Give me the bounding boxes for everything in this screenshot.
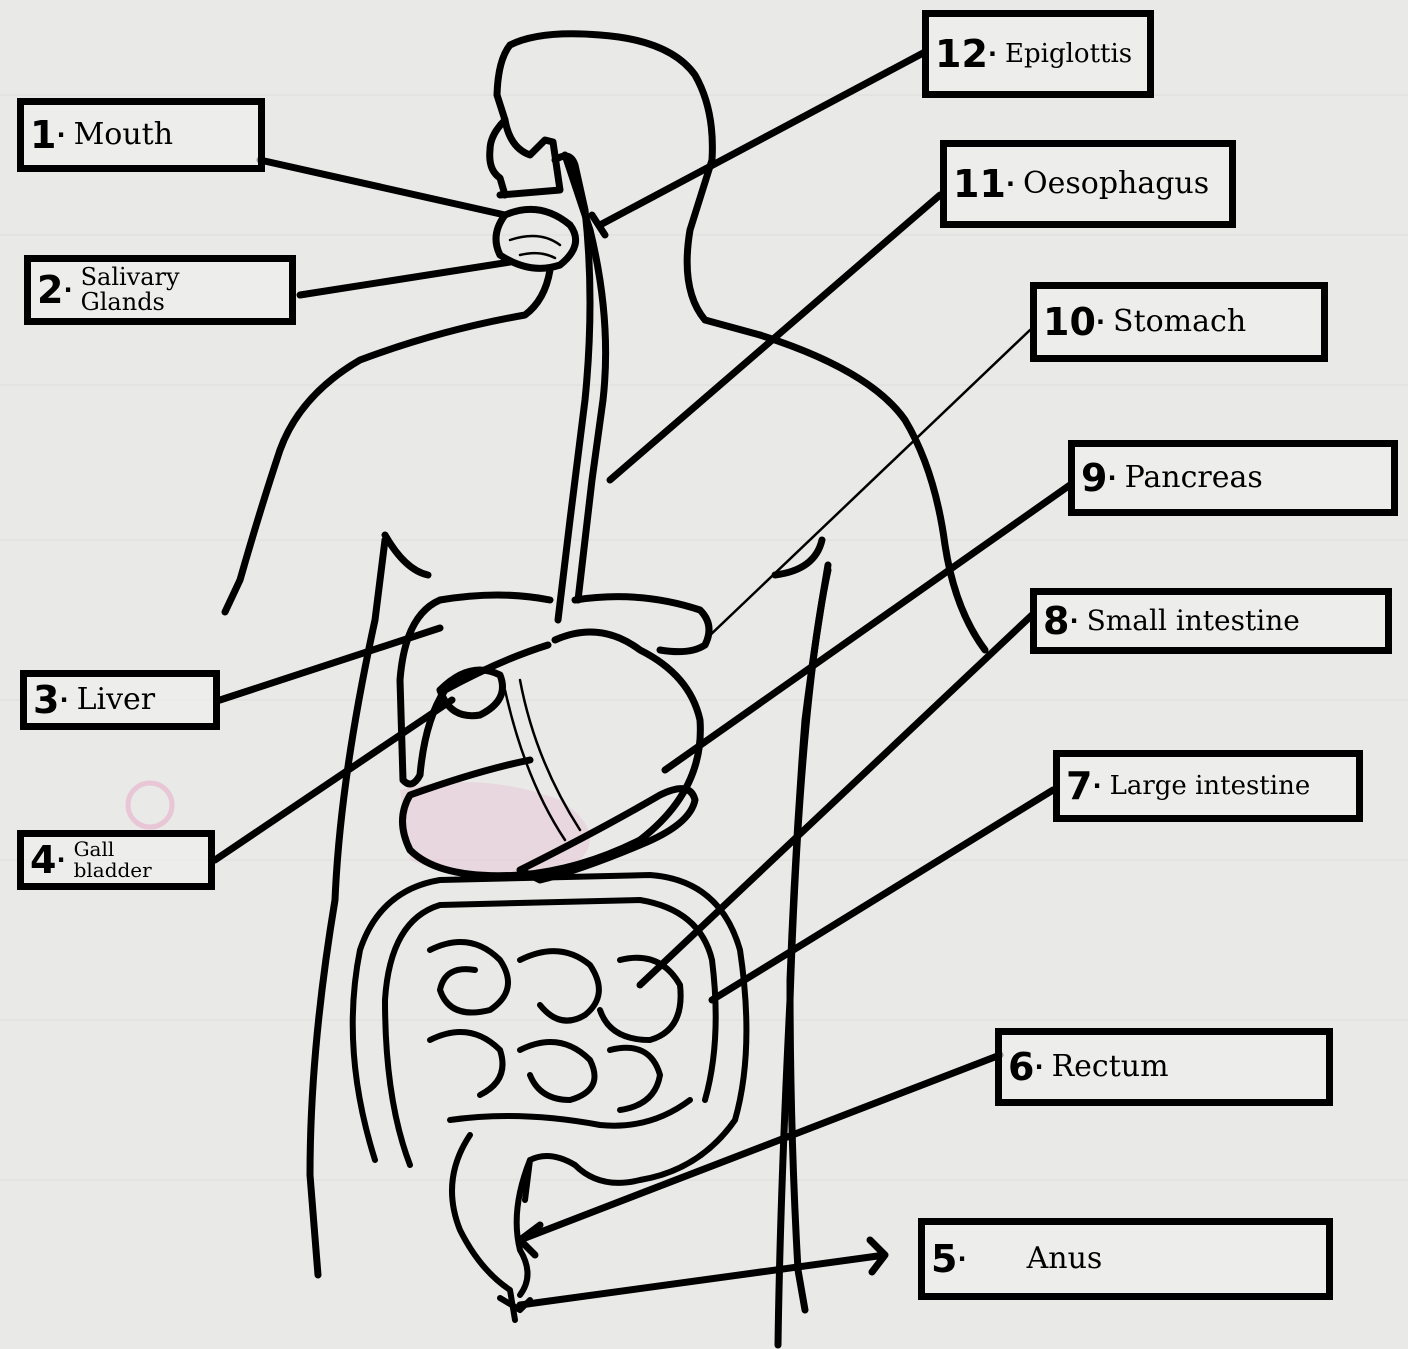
salivary-detail: [510, 236, 560, 258]
label-box-gall-bladder: 4· Gall bladder: [17, 830, 215, 890]
label-number: 10: [1043, 303, 1096, 341]
label-box-large-intestine: 7· Large intestine: [1053, 750, 1363, 822]
label-text: Epiglottis: [1005, 41, 1132, 67]
liver-lobe: [575, 597, 709, 652]
label-text: Mouth: [74, 120, 173, 150]
label-separator: ·: [59, 688, 68, 712]
label-box-anus: 5· Anus: [918, 1218, 1333, 1300]
label-separator: ·: [1107, 466, 1116, 490]
label-box-salivary-glands: 2· Salivary Glands: [24, 255, 296, 325]
leader-oesophagus: [610, 195, 940, 480]
left-armpit: [385, 535, 428, 575]
leader-epiglottis: [600, 52, 925, 225]
label-box-oesophagus: 11· Oesophagus: [940, 140, 1236, 228]
label-text: Rectum: [1052, 1052, 1169, 1082]
head-outline: [497, 34, 760, 335]
label-number: 2: [37, 271, 63, 309]
label-text: Large intestine: [1110, 773, 1311, 799]
leader-liver: [220, 628, 440, 700]
rectum: [452, 1135, 530, 1320]
leader-large-intestine: [712, 790, 1053, 1000]
label-separator: ·: [63, 278, 72, 302]
label-number: 4: [30, 841, 56, 879]
label-box-liver: 3· Liver: [20, 670, 220, 730]
small-intestine-coils-2: [450, 1100, 690, 1126]
label-box-rectum: 6· Rectum: [995, 1028, 1333, 1106]
label-number: 3: [33, 681, 59, 719]
liver: [400, 595, 550, 784]
label-box-mouth: 1· Mouth: [17, 98, 265, 172]
label-separator: ·: [56, 123, 65, 147]
right-armpit: [775, 540, 822, 575]
pink-smudge: [128, 783, 172, 827]
leader-mouth: [260, 160, 505, 215]
label-separator: ·: [1069, 609, 1078, 633]
label-number: 11: [953, 165, 1006, 203]
label-separator: ·: [988, 42, 997, 66]
leader-pancreas: [665, 485, 1070, 770]
label-separator: ·: [957, 1247, 966, 1271]
label-number: 5: [931, 1240, 957, 1278]
label-separator: ·: [1006, 172, 1015, 196]
label-text: Oesophagus: [1023, 169, 1209, 199]
label-box-pancreas: 9· Pancreas: [1068, 440, 1398, 516]
label-number: 1: [30, 116, 56, 154]
label-text: Small intestine: [1087, 607, 1300, 635]
label-number: 9: [1081, 459, 1107, 497]
label-number: 8: [1043, 602, 1069, 640]
right-shoulder-arm: [760, 335, 985, 650]
label-separator: ·: [1096, 310, 1105, 334]
label-text: Gall bladder: [74, 839, 152, 881]
label-separator: ·: [56, 848, 65, 872]
leader-salivary: [300, 262, 510, 295]
small-intestine-coils: [430, 942, 681, 1110]
label-text: Stomach: [1113, 307, 1246, 337]
label-text: Anus: [1027, 1244, 1103, 1274]
label-box-small-intestine: 8· Small intestine: [1030, 588, 1392, 654]
label-text: Liver: [77, 685, 156, 715]
label-number: 12: [935, 35, 988, 73]
label-number: 6: [1008, 1048, 1034, 1086]
label-box-epiglottis: 12· Epiglottis: [922, 10, 1154, 98]
leader-anus: [520, 1240, 885, 1305]
label-number: 7: [1066, 767, 1092, 805]
label-box-stomach: 10· Stomach: [1030, 282, 1328, 362]
label-text: Salivary Glands: [81, 265, 180, 315]
label-text: Pancreas: [1125, 463, 1263, 493]
label-separator: ·: [1092, 774, 1101, 798]
face-profile: [490, 120, 505, 195]
label-separator: ·: [1034, 1055, 1043, 1079]
leader-small-intestine: [640, 615, 1032, 985]
leader-stomach: [705, 330, 1030, 640]
